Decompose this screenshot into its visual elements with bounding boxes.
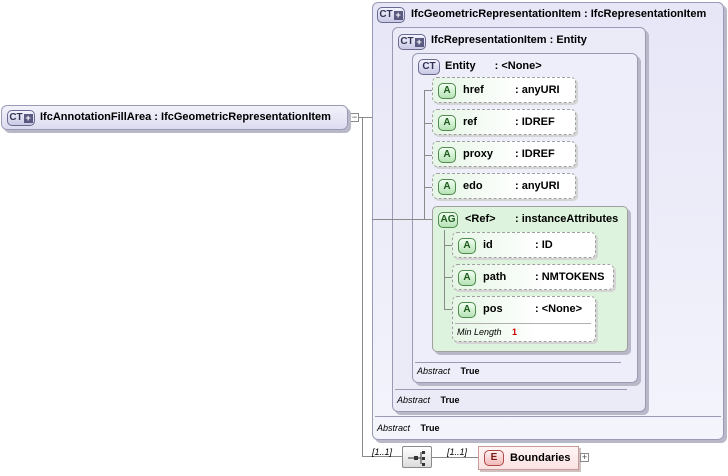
element-expand-toggle[interactable]: + xyxy=(580,452,589,462)
connector-entity-to-ag xyxy=(372,219,432,220)
connector-entity-to-proxy xyxy=(424,155,432,156)
attribute-group-icon: AG xyxy=(438,212,458,228)
complex-type-icon: CT+ xyxy=(377,7,405,23)
attribute-type: : NMTOKENS xyxy=(535,271,605,283)
attribute-name: path xyxy=(483,271,507,283)
attribute-ref[interactable]: A ref : IDREF xyxy=(432,109,576,135)
attribute-type: : IDREF xyxy=(515,148,555,160)
divider xyxy=(375,416,721,417)
abstract-value: True xyxy=(420,423,440,433)
attribute-href[interactable]: A href : anyURI xyxy=(432,77,576,103)
attribute-icon: A xyxy=(458,270,476,286)
attribute-icon: A xyxy=(438,83,456,99)
attribute-type: : ID xyxy=(535,239,553,251)
root-name: IfcAnnotationFillArea xyxy=(40,111,152,123)
complex-type-icon: CT+ xyxy=(7,110,35,126)
divider xyxy=(395,389,627,390)
cardinality-out: [1..1] xyxy=(447,447,468,457)
attribute-proxy[interactable]: A proxy : IDREF xyxy=(432,141,576,167)
attribute-name: pos xyxy=(483,303,503,315)
attribute-icon: A xyxy=(458,302,476,318)
complex-type-icon: CT xyxy=(418,59,440,75)
geometric-base: : IfcRepresentationItem xyxy=(584,8,707,20)
element-name: Boundaries xyxy=(510,452,571,464)
entity-name: Entity xyxy=(445,60,476,72)
divider xyxy=(415,362,621,363)
root-base: : IfcGeometricRepresentationItem xyxy=(154,111,331,123)
root-collapse-toggle[interactable]: − xyxy=(350,112,359,122)
attribute-type: : anyURI xyxy=(515,180,560,192)
cardinality-in: [1..1] xyxy=(372,447,393,457)
abstract-label: Abstract xyxy=(377,423,411,433)
attribute-icon: A xyxy=(438,115,456,131)
connector-entity-to-ref xyxy=(424,123,432,124)
sequence-icon xyxy=(408,451,425,466)
attribute-icon: A xyxy=(438,147,456,163)
sequence-compositor[interactable] xyxy=(402,446,432,468)
connector-entity-to-href xyxy=(424,90,432,91)
abstract-value: True xyxy=(460,366,480,376)
attribute-name: ref xyxy=(463,116,478,128)
connector-ag-v xyxy=(444,230,445,310)
attribute-name: proxy xyxy=(463,148,493,160)
facet-value: 1 xyxy=(512,327,518,337)
connector-sequence-to-element xyxy=(432,457,478,458)
connector-root-to-geometric xyxy=(362,117,372,118)
attribute-pos[interactable]: A pos : <None> Min Length 1 xyxy=(452,296,596,342)
abstract-label: Abstract xyxy=(417,366,451,376)
divider xyxy=(455,323,591,324)
connector-ag-to-id xyxy=(444,245,452,246)
abstract-label: Abstract xyxy=(397,395,431,405)
attribute-icon: A xyxy=(458,238,476,254)
connector-root-to-sequence xyxy=(362,456,402,457)
attribute-type: : anyURI xyxy=(515,84,560,96)
attribute-path[interactable]: A path : NMTOKENS xyxy=(452,264,614,290)
element-icon: E xyxy=(484,450,504,466)
attribute-name: href xyxy=(463,84,484,96)
connector-ag-to-path xyxy=(444,277,452,278)
attribute-group-type: : instanceAttributes xyxy=(515,213,619,225)
geometric-name: IfcGeometricRepresentationItem xyxy=(411,8,581,20)
attribute-edo[interactable]: A edo : anyURI xyxy=(432,173,576,199)
facet-label: Min Length xyxy=(457,327,502,337)
representation-base: : Entity xyxy=(549,34,587,46)
attribute-group-name: <Ref> xyxy=(465,213,496,225)
attribute-icon: A xyxy=(438,179,456,195)
attribute-name: edo xyxy=(463,180,483,192)
representation-name: IfcRepresentationItem xyxy=(431,34,547,46)
connector-root-v xyxy=(362,117,363,456)
connector-entity-to-edo xyxy=(424,187,432,188)
element-boundaries[interactable]: E Boundaries xyxy=(478,446,579,470)
abstract-value: True xyxy=(440,395,460,405)
attribute-id[interactable]: A id : ID xyxy=(452,232,596,258)
complex-type-icon: CT+ xyxy=(398,34,426,50)
connector-ag-to-pos xyxy=(444,309,452,310)
root-complex-type[interactable]: CT+ IfcAnnotationFillArea : IfcGeometric… xyxy=(1,105,348,130)
attribute-type: : IDREF xyxy=(515,116,555,128)
entity-base: : <None> xyxy=(494,60,542,72)
attribute-name: id xyxy=(483,239,493,251)
attribute-type: : <None> xyxy=(535,303,583,315)
